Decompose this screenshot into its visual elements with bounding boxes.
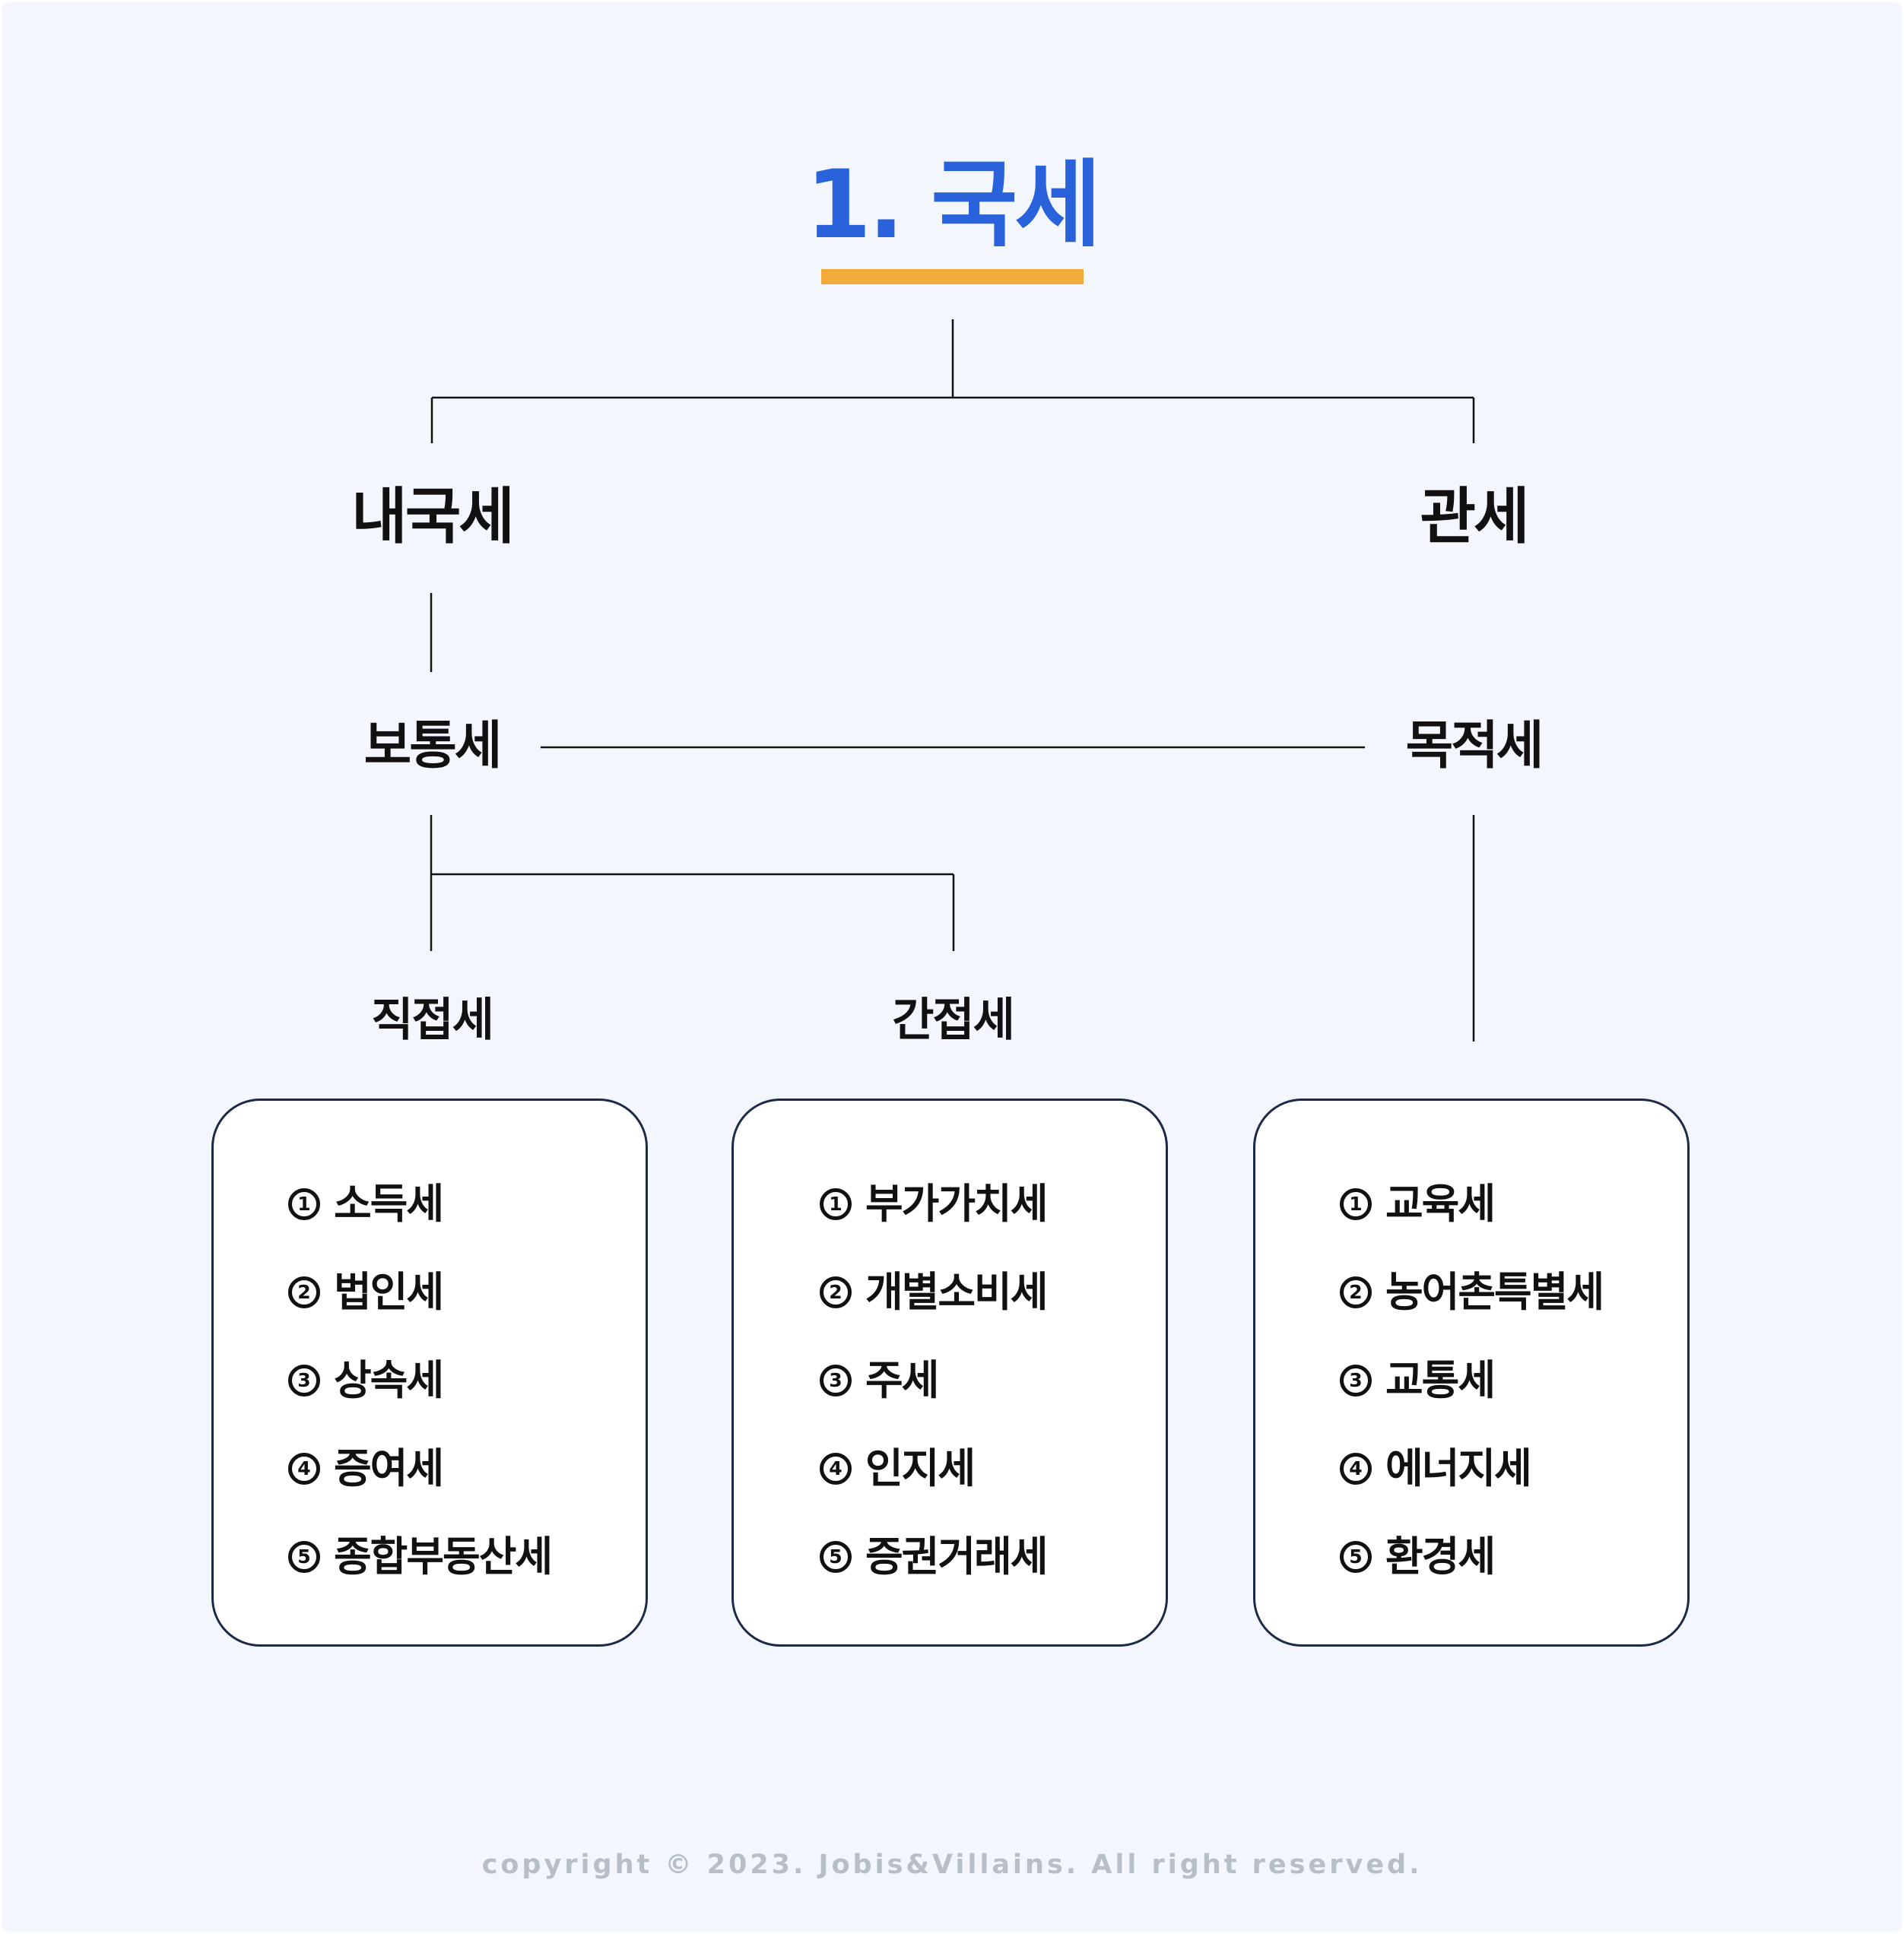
list-item: 2 법인세 (288, 1248, 551, 1336)
direct-tax-box: 1 소득세 2 법인세 3 상속세 4 증여세 5 종합부동산세 (211, 1099, 648, 1647)
list-item-label: 교육세 (1385, 1180, 1496, 1228)
list-item: 5 종합부동산세 (288, 1513, 553, 1601)
list-item-label: 증여세 (334, 1444, 444, 1492)
list-item: 1 소득세 (288, 1160, 551, 1248)
circled-number: 1 (288, 1188, 320, 1220)
list-item-label: 환경세 (1385, 1533, 1496, 1580)
list-item-label: 부가가치세 (865, 1180, 1048, 1228)
list-item-label: 교통세 (1385, 1356, 1496, 1404)
list-item-label: 소득세 (334, 1180, 444, 1228)
list-item-label: 증권거래세 (865, 1533, 1048, 1580)
list-item: 4 증여세 (288, 1425, 551, 1513)
node-ordinary-tax: 보통세 (363, 716, 503, 776)
list-item-label: 농어촌특별세 (1385, 1268, 1604, 1316)
circled-number: 2 (820, 1276, 852, 1308)
direct-tax-list: 1 소득세 2 법인세 3 상속세 4 증여세 5 종합부동산세 (288, 1160, 553, 1601)
list-item: 4 인지세 (820, 1425, 1046, 1513)
list-item: 5 증권거래세 (820, 1513, 1048, 1601)
circled-number: 2 (288, 1276, 320, 1308)
copyright-footer: copyright © 2023. Jobis&Villains. All ri… (481, 1850, 1423, 1880)
circled-number: 5 (820, 1541, 852, 1573)
circled-number: 1 (820, 1188, 852, 1220)
node-direct-tax: 직접세 (371, 994, 494, 1047)
circled-number: 4 (1340, 1453, 1372, 1485)
list-item: 3 상속세 (288, 1336, 551, 1425)
circled-number: 4 (288, 1453, 320, 1485)
title-underline (821, 269, 1084, 284)
list-item-label: 주세 (865, 1356, 939, 1404)
circled-number: 2 (1340, 1276, 1372, 1308)
list-item: 2 개별소비세 (820, 1248, 1048, 1336)
list-item-label: 종합부동산세 (334, 1533, 553, 1580)
list-item: 2 농어촌특별세 (1340, 1248, 1604, 1336)
list-item-label: 법인세 (334, 1268, 444, 1316)
purpose-tax-list: 1 교육세 2 농어촌특별세 3 교통세 4 에너지세 5 환경세 (1340, 1160, 1604, 1601)
node-domestic-tax: 내국세 (351, 481, 515, 552)
list-item: 1 부가가치세 (820, 1160, 1048, 1248)
page-title: 1. 국세 (805, 151, 1102, 260)
node-indirect-tax: 간접세 (892, 994, 1015, 1047)
circled-number: 4 (820, 1453, 852, 1485)
circled-number: 5 (288, 1541, 320, 1573)
node-purpose-tax: 목적세 (1405, 716, 1544, 776)
node-customs-duty: 관세 (1420, 481, 1529, 552)
purpose-tax-box: 1 교육세 2 농어촌특별세 3 교통세 4 에너지세 5 환경세 (1253, 1099, 1690, 1647)
list-item: 3 주세 (820, 1336, 1046, 1425)
list-item-label: 인지세 (865, 1444, 976, 1492)
indirect-tax-list: 1 부가가치세 2 개별소비세 3 주세 4 인지세 5 증권거래세 (820, 1160, 1048, 1601)
circled-number: 3 (1340, 1365, 1372, 1397)
list-item: 3 교통세 (1340, 1336, 1603, 1425)
circled-number: 3 (288, 1365, 320, 1397)
list-item-label: 에너지세 (1385, 1444, 1532, 1492)
circled-number: 5 (1340, 1541, 1372, 1573)
list-item-label: 상속세 (334, 1356, 444, 1404)
list-item-label: 개별소비세 (865, 1268, 1048, 1316)
list-item: 1 교육세 (1340, 1160, 1603, 1248)
circled-number: 3 (820, 1365, 852, 1397)
list-item: 5 환경세 (1340, 1513, 1603, 1601)
list-item: 4 에너지세 (1340, 1425, 1603, 1513)
circled-number: 1 (1340, 1188, 1372, 1220)
indirect-tax-box: 1 부가가치세 2 개별소비세 3 주세 4 인지세 5 증권거래세 (731, 1099, 1168, 1647)
